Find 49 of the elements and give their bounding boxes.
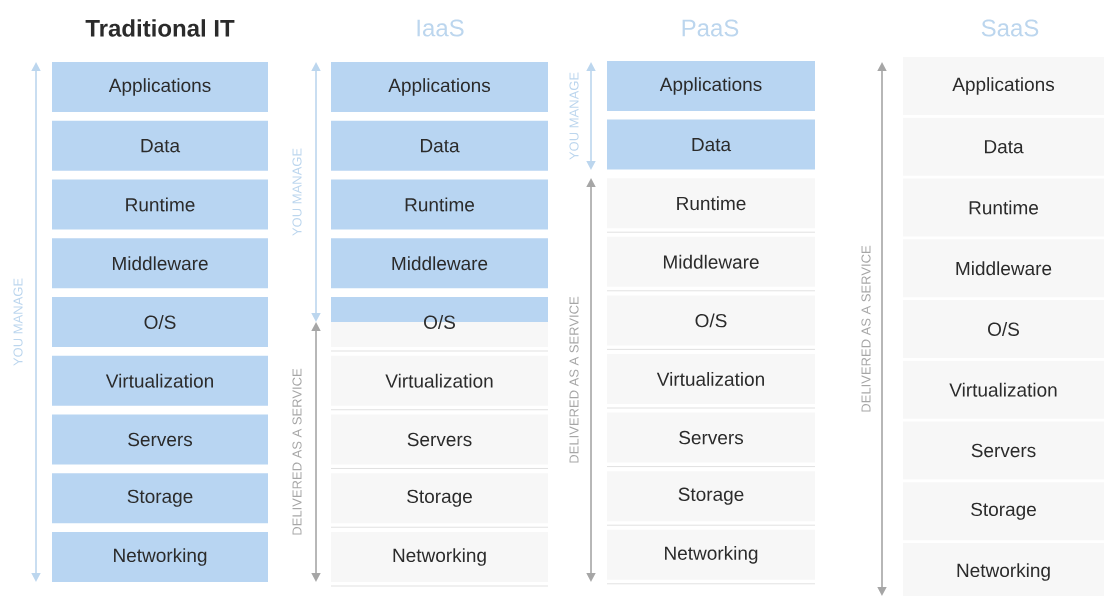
layer-box: Runtime — [331, 179, 548, 230]
node-label: Middleware — [956, 261, 1052, 276]
layer-box: Networking — [606, 529, 816, 585]
span-label: DELIVERED AS A SERVICE — [569, 296, 579, 463]
layer-box: Data — [52, 120, 268, 171]
layer-box: Virtualization — [330, 355, 549, 411]
layer-box: Applications — [902, 57, 1104, 120]
layer-box: O/S — [902, 300, 1104, 363]
layer-box: Data — [607, 119, 815, 170]
layer-box: Virtualization — [52, 355, 268, 406]
layer-box: Networking — [52, 532, 268, 582]
layer-box: Networking — [903, 543, 1104, 596]
layer-box: Applications — [607, 61, 815, 111]
layer-box: Applications — [331, 62, 548, 112]
layer-box: Servers — [606, 412, 816, 467]
span-label: YOU MANAGE — [13, 278, 23, 366]
layer-box: Servers — [52, 414, 268, 465]
layer-box: Networking — [330, 532, 549, 587]
layer-box: Middleware — [52, 238, 268, 289]
span-label: YOU MANAGE — [569, 72, 579, 160]
layer-box: O/S — [606, 295, 816, 350]
span-label: DELIVERED AS A SERVICE — [292, 368, 302, 535]
column-title: PaaS — [682, 19, 739, 37]
layer-box: Applications — [52, 62, 268, 112]
layer-box: Servers — [330, 414, 549, 469]
layer-box: Runtime — [52, 179, 268, 230]
node-label: Data — [984, 140, 1024, 154]
layer-box: Virtualization — [606, 354, 816, 409]
layer-box: Middleware — [606, 236, 816, 292]
layer-box: Runtime — [902, 178, 1104, 241]
layer-box: Storage — [902, 482, 1104, 545]
node-label: Virtualization — [949, 382, 1057, 397]
layer-box: Storage — [52, 473, 268, 524]
column-title: Traditional IT — [85, 19, 235, 37]
layer-box: Storage — [330, 473, 549, 528]
layer-box: Servers — [902, 421, 1104, 484]
layer-box: Data — [902, 117, 1104, 181]
layer-box: O/S — [52, 297, 268, 347]
layer-box: Storage — [606, 471, 816, 526]
layer-box: Virtualization — [902, 360, 1104, 424]
layer-box: O/S — [330, 297, 549, 352]
span-label: YOU MANAGE — [292, 148, 302, 236]
layer-box: Middleware — [902, 239, 1104, 302]
layer-box: Data — [331, 120, 548, 171]
layer-box: Runtime — [606, 178, 816, 233]
node-label: Storage — [971, 502, 1036, 520]
span-label: DELIVERED AS A SERVICE — [861, 245, 871, 412]
column-title: IaaS — [417, 19, 464, 37]
layer-box: Middleware — [331, 238, 548, 289]
